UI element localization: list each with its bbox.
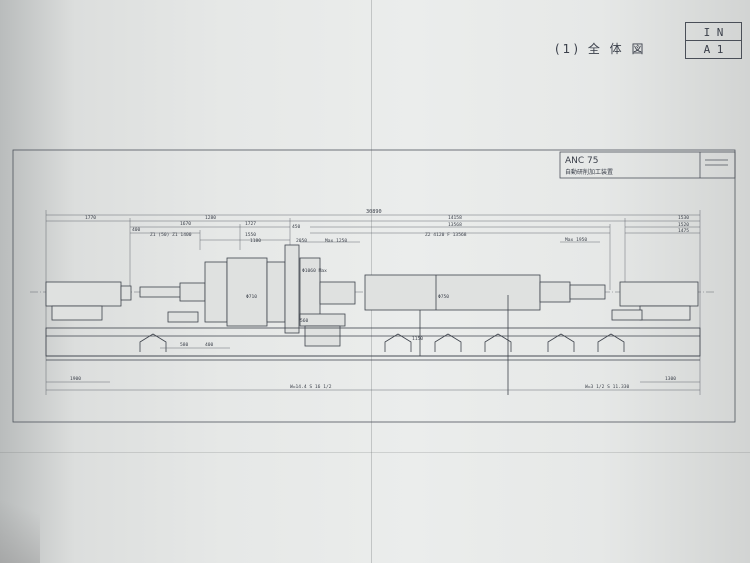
dim-left-b: 1727: [245, 221, 256, 227]
dim-base-right: 1300: [665, 376, 676, 382]
dim-base-mid-3: 560: [300, 318, 309, 324]
dim-bed-left: W=14.4 S 16 1/2: [290, 384, 332, 390]
title-block: [559, 151, 736, 179]
chuck: [319, 281, 356, 305]
dim-top-left: 1770: [85, 215, 96, 221]
dim-right-d: Max 1950: [565, 237, 587, 243]
right-tailstock: [619, 281, 699, 307]
dim-left-a: 1670: [180, 221, 191, 227]
dim-left-stroke: Z1 (50) Z1 1400: [150, 232, 192, 238]
dim-right-b: 1520: [678, 222, 689, 228]
title-block-model: ANC 75: [565, 156, 599, 166]
dim-top-left-2: 1280: [205, 215, 216, 221]
dim-base-left: 1900: [70, 376, 81, 382]
dim-right-stroke: Z2 4120 F 13568: [425, 232, 467, 238]
dim-base-mid-2: 400: [205, 342, 214, 348]
dim-top-right-end: 1530: [678, 215, 689, 221]
dim-base-mid-1: 580: [180, 342, 189, 348]
dim-height: 1150: [412, 336, 423, 342]
dim-right-a: 13568: [448, 222, 462, 228]
sheet-code-box: I N A 1: [685, 22, 742, 59]
sheet-title: (1) 全 体 図: [555, 42, 647, 56]
drawing-frame: [12, 149, 736, 423]
dim-dia-mid: Φ1060 Max: [302, 268, 327, 274]
dim-left-e: 1180: [250, 238, 261, 244]
left-tailstock: [45, 281, 122, 307]
dim-dia-left: Φ710: [246, 294, 257, 300]
paper-fold-horizontal: [0, 452, 750, 453]
sheet-code-divider: [686, 40, 741, 41]
dim-mid-c: Max 1250: [325, 238, 347, 244]
sheet-code-top: I N: [703, 26, 724, 39]
dim-overall-length: 30890: [366, 209, 382, 215]
dim-mid-a: 450: [292, 224, 301, 230]
title-block-description: 自動研削加工装置: [565, 168, 613, 176]
workpiece-roll: [364, 274, 541, 311]
dim-top-right-main: 14158: [448, 215, 462, 221]
dim-mid-b: 2050: [296, 238, 307, 244]
dim-bed-right: W=3 1/2 S 11.330: [585, 384, 629, 390]
dim-left-d: 1550: [245, 232, 256, 238]
machine-bed: [45, 327, 701, 357]
dim-dia-right: Φ750: [438, 294, 449, 300]
dim-right-c: 1475: [678, 228, 689, 234]
dim-left-c: 400: [132, 227, 141, 233]
curled-corner: [0, 470, 40, 563]
sheet-code-bottom: A 1: [703, 43, 724, 56]
headstock: [204, 261, 228, 323]
